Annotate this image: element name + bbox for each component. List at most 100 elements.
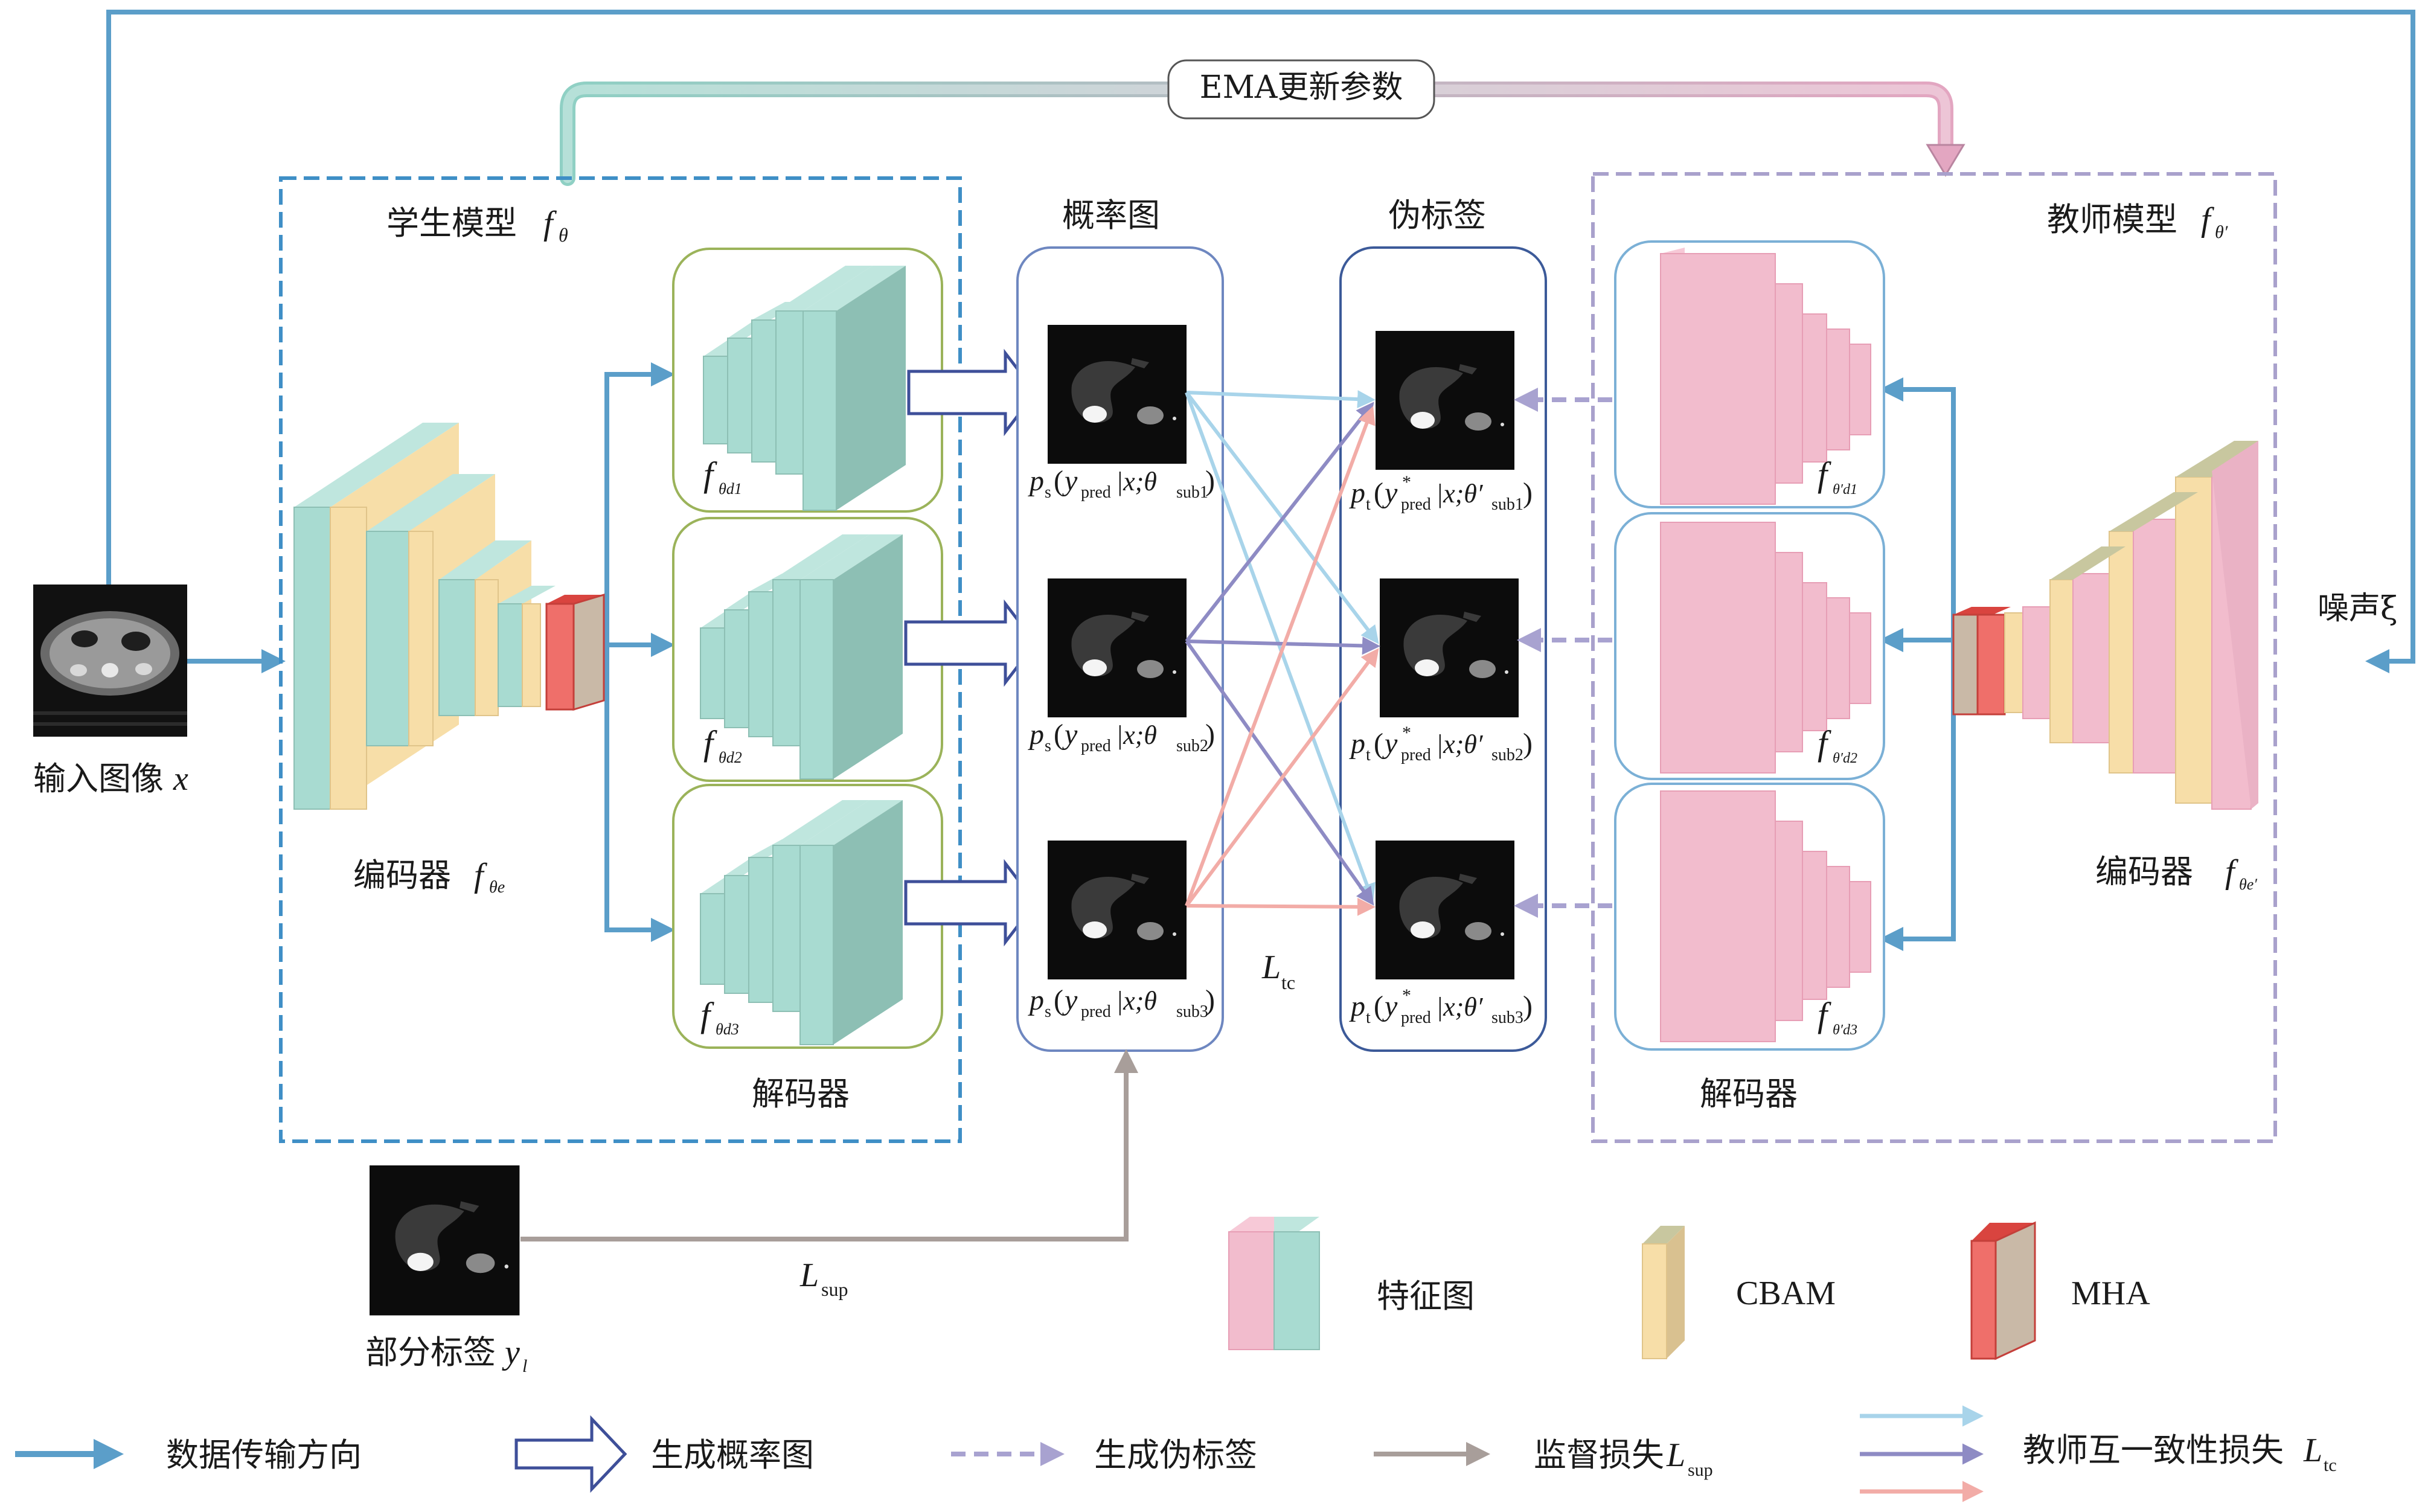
svg-text:t: t bbox=[1366, 495, 1371, 514]
student-decoder-label: 解码器 bbox=[752, 1075, 850, 1113]
student-encoder-symbol: f bbox=[474, 857, 488, 894]
prob-map-image-3 bbox=[1048, 841, 1187, 979]
svg-text:s: s bbox=[1045, 483, 1051, 502]
svg-text:pred: pred bbox=[1081, 737, 1111, 755]
svg-text:): ) bbox=[1523, 477, 1533, 509]
student-decoder-1-sub: θd1 bbox=[719, 480, 742, 498]
svg-text:p: p bbox=[1349, 728, 1365, 760]
svg-text:*: * bbox=[1402, 985, 1411, 1005]
input-symbol: x bbox=[173, 760, 188, 798]
tc-cross-lines bbox=[1185, 390, 1380, 916]
student-decoder-3: f θd3 bbox=[672, 784, 943, 1049]
prob-map-title: 概率图 bbox=[1062, 196, 1160, 234]
legend-gen-prob-label: 生成概率图 bbox=[651, 1436, 814, 1474]
svg-text:(: ( bbox=[1054, 719, 1063, 751]
ema-label-box bbox=[1167, 59, 1435, 120]
legend-tc-sub: tc bbox=[2324, 1455, 2337, 1475]
student-title-sub: θ bbox=[559, 224, 568, 246]
legend-tc-symbol: L bbox=[2303, 1432, 2322, 1469]
teacher-mha-block bbox=[1952, 613, 1979, 716]
svg-text:|x;θ′: |x;θ′ bbox=[1436, 479, 1484, 508]
teacher-encoder-sub: θe′ bbox=[2239, 876, 2257, 893]
svg-text:pred: pred bbox=[1401, 1008, 1431, 1027]
legend-tc-label: 教师互一致性损失 bbox=[2023, 1431, 2284, 1469]
pseudo-label-formula-3: p t ( y * pred |x;θ′ sub3 ) bbox=[1349, 985, 1533, 1027]
svg-text:y: y bbox=[1382, 728, 1398, 760]
student-title: 学生模型 bbox=[386, 204, 517, 242]
svg-text:sub2: sub2 bbox=[1176, 737, 1208, 755]
svg-text:p: p bbox=[1349, 477, 1365, 509]
prob-map-image-1 bbox=[1048, 325, 1187, 464]
ema-update-arrow: EMA更新参数 bbox=[560, 59, 1965, 186]
svg-text:p: p bbox=[1349, 990, 1365, 1022]
partial-label-sub: l bbox=[522, 1356, 527, 1376]
svg-text:y: y bbox=[1062, 465, 1078, 497]
teacher-encoder-label: 编码器 bbox=[2095, 853, 2193, 891]
svg-text:*: * bbox=[1402, 723, 1411, 743]
svg-text:sub3: sub3 bbox=[1491, 1008, 1523, 1027]
partial-label-text: 部分标签 bbox=[365, 1333, 496, 1371]
svg-text:): ) bbox=[1205, 984, 1215, 1016]
sup-loss-arrow bbox=[521, 1049, 1138, 1241]
legend-gen-pseudo-label: 生成伪标签 bbox=[1094, 1436, 1257, 1474]
prob-map-formula-2: p s ( y pred |x;θ sub2 ) bbox=[1028, 719, 1215, 755]
prob-map-panel: 概率图 p s ( y pred |x;θ sub1 ) p s ( y pre… bbox=[1016, 196, 1224, 1052]
legend-data-flow-label: 数据传输方向 bbox=[166, 1436, 362, 1474]
svg-text:): ) bbox=[1523, 728, 1533, 760]
legend-feature-map-label: 特征图 bbox=[1377, 1277, 1475, 1315]
teacher-encoder bbox=[1952, 441, 2258, 810]
svg-text:t: t bbox=[1366, 1008, 1371, 1027]
teacher-decoder-3-sub: θ′d3 bbox=[1833, 1022, 1857, 1038]
svg-text:): ) bbox=[1205, 465, 1215, 497]
svg-text:sub3: sub3 bbox=[1176, 1002, 1208, 1021]
svg-text:L: L bbox=[799, 1257, 819, 1294]
svg-text:s: s bbox=[1045, 737, 1051, 755]
svg-text:tc: tc bbox=[1281, 972, 1295, 993]
teacher-decoder-1: f θ′d1 bbox=[1614, 240, 1885, 508]
teacher-decoder-2-sub: θ′d2 bbox=[1833, 751, 1857, 766]
pseudo-label-formula-2: p t ( y * pred |x;θ′ sub2 ) bbox=[1349, 723, 1533, 764]
student-encoder-label: 编码器 bbox=[353, 856, 451, 894]
student-encoder-sub: θe bbox=[489, 878, 505, 897]
pseudo-label-image-2 bbox=[1380, 578, 1519, 717]
ltc-label: L tc bbox=[1261, 949, 1295, 993]
svg-text:|x;θ: |x;θ bbox=[1116, 986, 1157, 1016]
student-mha-block bbox=[545, 603, 575, 711]
pseudo-label-formula-1: p t ( y * pred |x;θ′ sub1 ) bbox=[1349, 472, 1533, 514]
legend-mha-label: MHA bbox=[2071, 1275, 2150, 1312]
svg-text:(: ( bbox=[1054, 984, 1063, 1016]
pseudo-label-image-1 bbox=[1376, 331, 1514, 470]
svg-text:): ) bbox=[1205, 719, 1215, 751]
svg-text:p: p bbox=[1028, 719, 1044, 751]
prob-map-formula-3: p s ( y pred |x;θ sub3 ) bbox=[1028, 984, 1215, 1021]
student-decoder-3-sub: θd3 bbox=[716, 1020, 739, 1038]
svg-text:pred: pred bbox=[1401, 495, 1431, 514]
student-decoder-2: f θd2 bbox=[672, 517, 943, 782]
student-model: 学生模型 f θ 编码 bbox=[279, 176, 962, 1143]
pseudo-label-image-3 bbox=[1376, 841, 1514, 979]
teacher-decoder-label: 解码器 bbox=[1700, 1075, 1798, 1113]
legend-feature-map bbox=[1228, 1217, 1320, 1350]
teacher-title-sub: θ′ bbox=[2215, 222, 2228, 242]
gen-pseudo-arrows bbox=[1514, 388, 1612, 918]
legend-cbam bbox=[1642, 1226, 1685, 1359]
svg-text:sub1: sub1 bbox=[1491, 495, 1523, 514]
student-encoder bbox=[293, 423, 605, 810]
svg-text:s: s bbox=[1045, 1002, 1051, 1021]
svg-text:y: y bbox=[1382, 990, 1398, 1022]
legend-gen-prob-arrow bbox=[514, 1415, 627, 1493]
svg-text:y: y bbox=[1382, 477, 1398, 509]
svg-text:): ) bbox=[1523, 990, 1533, 1022]
svg-text:|x;θ: |x;θ bbox=[1116, 467, 1157, 496]
noise-label: 噪声ξ bbox=[2318, 591, 2398, 627]
svg-text:pred: pred bbox=[1401, 746, 1431, 764]
teacher-title: 教师模型 bbox=[2047, 200, 2177, 239]
svg-text:(: ( bbox=[1054, 465, 1063, 497]
teacher-decoder-3: f θ′d3 bbox=[1614, 783, 1885, 1051]
ema-label: EMA更新参数 bbox=[1200, 69, 1403, 106]
svg-text:|x;θ′: |x;θ′ bbox=[1436, 729, 1484, 759]
partial-label-image bbox=[370, 1165, 520, 1316]
prob-map-image-2 bbox=[1048, 578, 1187, 717]
svg-text:p: p bbox=[1028, 984, 1044, 1016]
